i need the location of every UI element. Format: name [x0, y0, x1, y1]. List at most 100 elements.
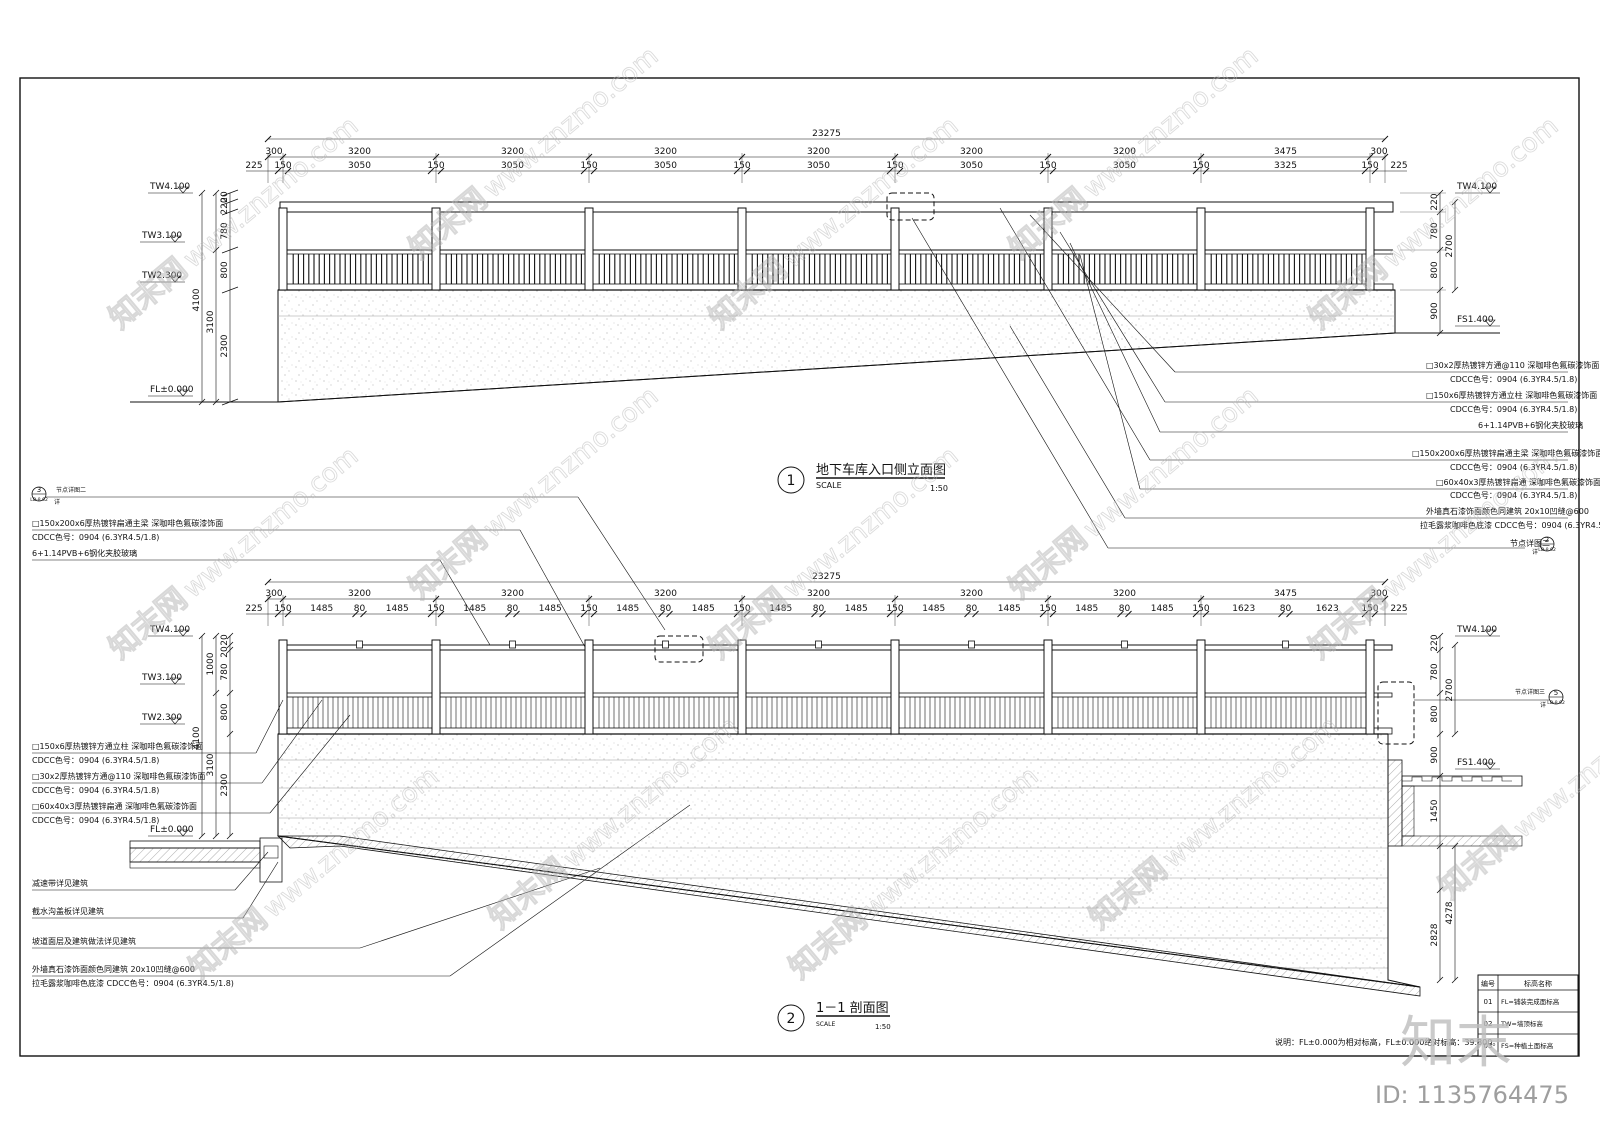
dim-sub: 150	[1361, 604, 1378, 614]
level-marker: FL±0.000	[150, 385, 194, 395]
note-r10: 拉毛露浆咖啡色底漆 CDCC色号：0904 (6.3YR4.5/1.8)	[1420, 520, 1600, 530]
dim-sub: 1485	[616, 604, 639, 614]
note-tl0: □150x200x6厚热镀锌扁通主梁 深咖啡色氟碳漆饰面	[32, 518, 223, 528]
dim-sub: 3050	[1113, 161, 1136, 171]
dim-vertical: 3100	[206, 310, 216, 333]
dim-bay: 3200	[960, 589, 983, 599]
watermark-brand: 知末网	[1303, 581, 1394, 666]
dim-sub: 150	[1361, 161, 1378, 171]
scale-value-2: 1:50	[875, 1023, 891, 1031]
watermark-url: www.znzmo.com	[478, 381, 664, 544]
top-left-notes: 3 LD-8.02 节点详图二 详 □150x200x6厚热镀锌扁通主梁 深咖啡…	[30, 486, 666, 648]
watermark-brand: 知末网	[103, 251, 194, 336]
note-ml5: CDCC色号：0904 (6.3YR4.5/1.8)	[32, 815, 159, 825]
dim-vertical: 3100	[206, 753, 216, 776]
dim-sub: 150	[1039, 161, 1056, 171]
detail-3-number: 3	[37, 486, 41, 494]
post	[278, 207, 288, 291]
dim-sub: 80	[1119, 604, 1131, 614]
dim-sub: 1485	[386, 604, 409, 614]
dim-sub: 80	[813, 604, 825, 614]
watermark-brand: 知末网	[183, 901, 274, 986]
note-r6: CDCC色号：0904 (6.3YR4.5/1.8)	[1450, 462, 1577, 472]
level-marker: TW2.300	[141, 271, 182, 281]
posts-2	[278, 639, 1375, 735]
detail-callout-box-2	[654, 635, 704, 663]
note-r5: □150x200x6厚热镀锌扁通主梁 深咖啡色氟碳漆饰面	[1412, 448, 1600, 458]
dim-vertical: 1000	[206, 652, 216, 675]
dim-sub: 150	[427, 604, 444, 614]
dim-sub: 1485	[922, 604, 945, 614]
dim-vertical: 20	[220, 191, 230, 203]
dim-bay: 3200	[501, 147, 524, 157]
watermark-brand: 知末网	[103, 581, 194, 666]
dim-vertical: 20	[220, 634, 230, 646]
post	[1196, 207, 1206, 291]
dim-sub: 3050	[501, 161, 524, 171]
right-levels-2: TW4.100FS1.40022078080027009001450427828…	[1430, 625, 1500, 984]
detail-5-sheet: LD-8.02	[1547, 700, 1565, 706]
dim-bay: 300	[1370, 589, 1387, 599]
dim-sub: 225	[245, 161, 262, 171]
dim-bay: 3200	[348, 589, 371, 599]
balusters-2	[292, 697, 1362, 728]
dim-vertical: 2700	[1445, 678, 1455, 701]
dim-sub: 1623	[1316, 604, 1339, 614]
watermark-brand: 知末网	[1433, 821, 1524, 906]
dim-bay: 3200	[654, 589, 677, 599]
note-r8: CDCC色号：0904 (6.3YR4.5/1.8)	[1450, 490, 1577, 500]
dim-vertical: 780	[1430, 663, 1440, 680]
wall-mass-1	[277, 289, 1396, 403]
detail-2-number: 2	[1545, 536, 1549, 544]
post	[1196, 639, 1206, 735]
dim-sub: 3050	[807, 161, 830, 171]
post	[278, 639, 288, 735]
detail-3-pre: 详	[54, 498, 60, 506]
legend-header-1: 标高名称	[1524, 979, 1552, 988]
ramp-slab	[277, 835, 1421, 997]
dim-bay: 3200	[960, 147, 983, 157]
watermark-logo: 知末	[1400, 1011, 1512, 1076]
scale-label-2: SCALE	[816, 1021, 835, 1028]
dim-bay: 3200	[807, 589, 830, 599]
dim-sub: 1485	[998, 604, 1021, 614]
dim-vertical: 1450	[1430, 799, 1440, 822]
sheet-frame	[19, 77, 1580, 1057]
watermark-brand: 知末网	[1003, 521, 1094, 606]
drawing-number-circle-1	[777, 466, 805, 494]
watermark-id: ID: 1135764475	[1375, 1081, 1569, 1109]
rail-clip	[815, 640, 822, 649]
note-bl1: 截水沟盖板详见建筑	[32, 906, 104, 916]
legend-row-1-name: TW=墙顶标高	[1500, 1019, 1543, 1028]
watermark-url: www.znzmo.com	[1078, 41, 1264, 204]
top-rail-2	[279, 644, 1393, 651]
level-marker: TW4.100	[149, 182, 190, 192]
note-ml3: CDCC色号：0904 (6.3YR4.5/1.8)	[32, 785, 159, 795]
dim-sub: 1623	[1232, 604, 1255, 614]
dim-vertical: 900	[1430, 746, 1440, 763]
post	[431, 639, 441, 735]
detail-2-sheet: LD-8.02	[1538, 547, 1556, 553]
post	[1365, 639, 1375, 735]
dim-sub: 150	[886, 161, 903, 171]
dim-total: 23275	[812, 572, 841, 582]
dim-vertical: 2700	[1445, 234, 1455, 257]
rail-clip	[1121, 640, 1128, 649]
legend-row-2-name: FS=种植土面标高	[1501, 1041, 1554, 1050]
dim-bay: 3200	[1113, 589, 1136, 599]
dim-vertical: 4100	[192, 726, 202, 749]
dim-total: 23275	[812, 129, 841, 139]
dim-sub: 150	[733, 161, 750, 171]
dim-bay: 3200	[1113, 147, 1136, 157]
rail-clip	[662, 640, 669, 649]
drawing-number-2: 2	[787, 1011, 796, 1027]
dim-vertical: 800	[220, 703, 230, 720]
note-ml4: □60x40x3厚热镀锌扁通 深咖啡色氟碳漆饰面	[32, 801, 197, 811]
note-bl3: 外墙真石漆饰面颜色同建筑 20x10凹缝@600	[32, 964, 195, 974]
dim-sub: 150	[274, 161, 291, 171]
